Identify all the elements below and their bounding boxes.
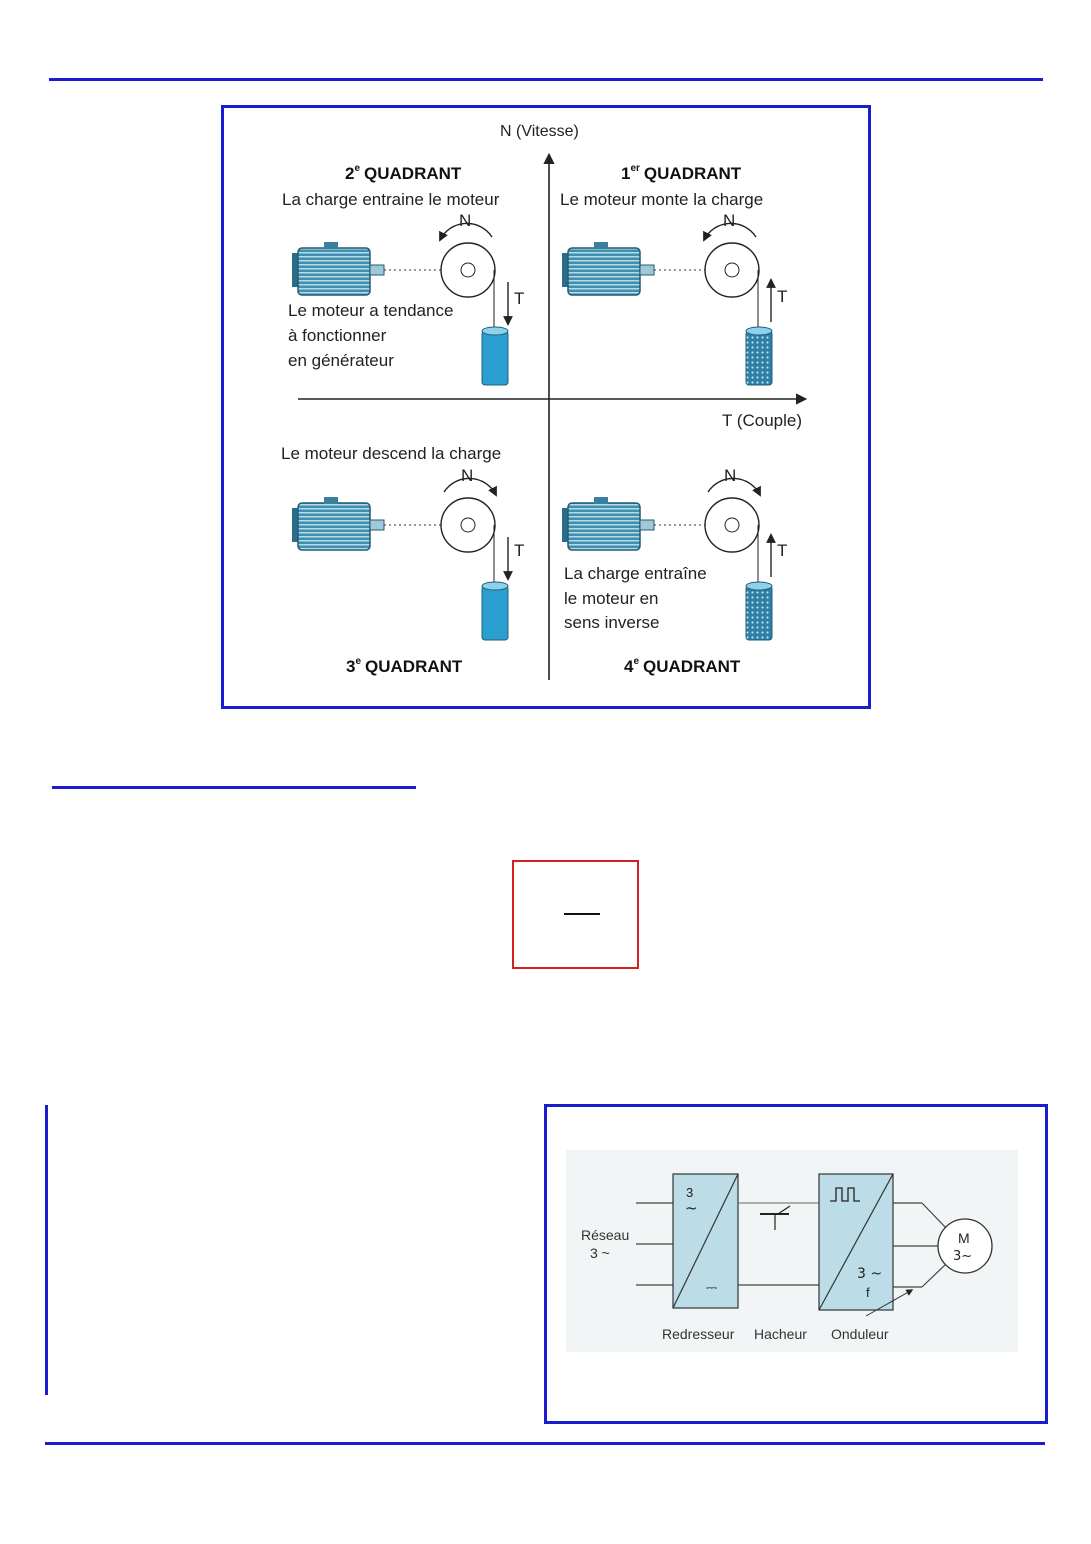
q2-note-line-2: à fonctionner	[288, 326, 387, 345]
fraction-bar	[564, 913, 600, 915]
speed-axis-label: N (Vitesse)	[500, 123, 579, 140]
svg-text:T: T	[777, 541, 787, 560]
q3-caption: Le moteur descend la charge	[281, 444, 501, 463]
svg-text:T: T	[514, 541, 524, 560]
torque-axis-label: T (Couple)	[722, 411, 802, 430]
q3-motor-assembly: N T	[292, 466, 524, 641]
q2-caption: La charge entraine le moteur	[282, 190, 500, 209]
q4-note-line-2: le moteur en	[564, 589, 659, 608]
svg-text:N: N	[724, 466, 736, 485]
left-margin-bar	[45, 1105, 48, 1395]
q1-caption: Le moteur monte la charge	[560, 190, 763, 209]
section-underline	[52, 786, 416, 789]
q2-motor-assembly: N T	[292, 211, 524, 386]
bottom-rule	[45, 1442, 1045, 1445]
svg-text:T: T	[514, 289, 524, 308]
q4-note-line-1: La charge entraîne	[564, 564, 707, 583]
converter-figure-frame	[544, 1104, 1048, 1424]
q2-note-line-3: en générateur	[288, 351, 394, 370]
q2-note-line-1: Le moteur a tendance	[288, 301, 453, 320]
svg-text:N: N	[459, 211, 471, 230]
svg-text:N: N	[461, 466, 473, 485]
q1-motor-assembly: N T	[562, 211, 787, 386]
top-rule	[49, 78, 1043, 81]
svg-text:T: T	[777, 287, 787, 306]
formula-box	[512, 860, 639, 969]
quadrant-figure-frame	[221, 105, 871, 709]
svg-text:N: N	[723, 211, 735, 230]
q4-motor-assembly: N T	[562, 466, 787, 641]
q4-note-line-3: sens inverse	[564, 613, 659, 632]
